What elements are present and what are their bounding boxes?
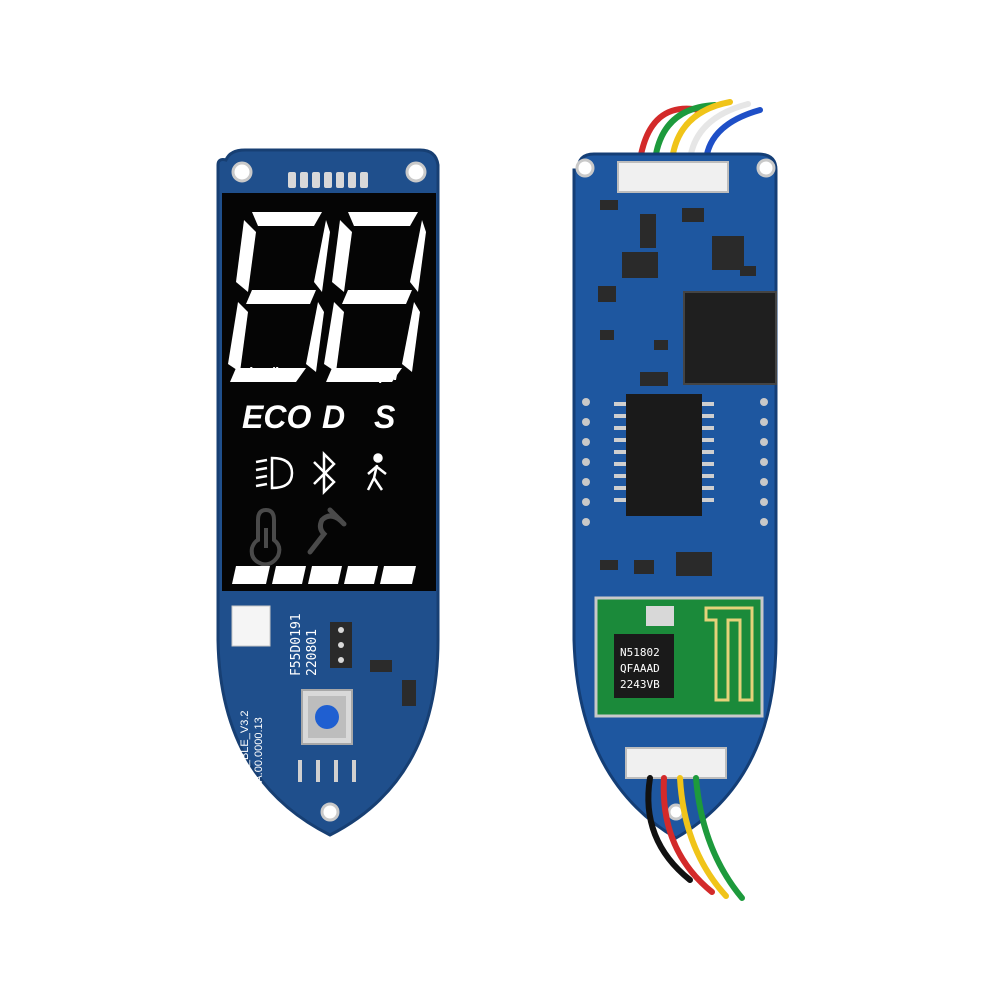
chip-line2: QFAAAD <box>620 662 660 675</box>
speed-digits <box>228 212 426 382</box>
mounting-hole <box>231 161 253 183</box>
mode-eco-label: ECO <box>242 399 311 435</box>
back-pcb: N51802 QFAAAD 2243VB <box>572 99 778 901</box>
wrench-icon <box>307 507 347 555</box>
unit-kmh-label: km/h <box>248 365 283 382</box>
mounting-hole <box>756 158 776 178</box>
mounting-hole <box>575 158 595 178</box>
via-pads <box>582 398 768 526</box>
buzzer <box>683 291 777 385</box>
smd-components <box>598 200 756 576</box>
bottom-wires <box>645 775 745 901</box>
walking-person-icon <box>366 453 387 491</box>
top-wires <box>637 99 763 163</box>
blue-button[interactable] <box>315 705 339 729</box>
chip-line1: N51802 <box>620 646 660 659</box>
silk-code1: F55D0191 <box>289 613 304 676</box>
front-pcb: km/h mph ECO D S <box>216 148 440 837</box>
headlight-icon <box>255 456 294 490</box>
silk-part: BA.00.0000.13 <box>253 717 265 790</box>
pcb-antenna <box>704 606 754 702</box>
mounting-hole <box>320 802 340 822</box>
mounting-hole <box>405 161 427 183</box>
silk-code2: 220801 <box>305 629 320 676</box>
solder-joints <box>298 760 356 782</box>
chip-line3: 2243VB <box>620 678 660 691</box>
battery-bar <box>232 566 416 584</box>
thermometer-icon <box>249 507 282 567</box>
top-connector <box>617 161 729 193</box>
bluetooth-icon <box>313 450 336 496</box>
white-component <box>231 605 271 647</box>
tactile-switch[interactable] <box>301 689 353 745</box>
mcu-chip <box>614 394 714 516</box>
mode-s-label: S <box>374 399 396 435</box>
lcd-pin-pads <box>288 172 368 188</box>
mode-d-label: D <box>322 399 345 435</box>
lcd-panel <box>222 193 436 591</box>
bottom-connector <box>625 747 727 779</box>
unit-mph-label: mph <box>366 367 398 384</box>
silk-model: SCO_BLE_V3.2 <box>239 711 251 791</box>
ble-module: N51802 QFAAAD 2243VB <box>594 596 764 718</box>
